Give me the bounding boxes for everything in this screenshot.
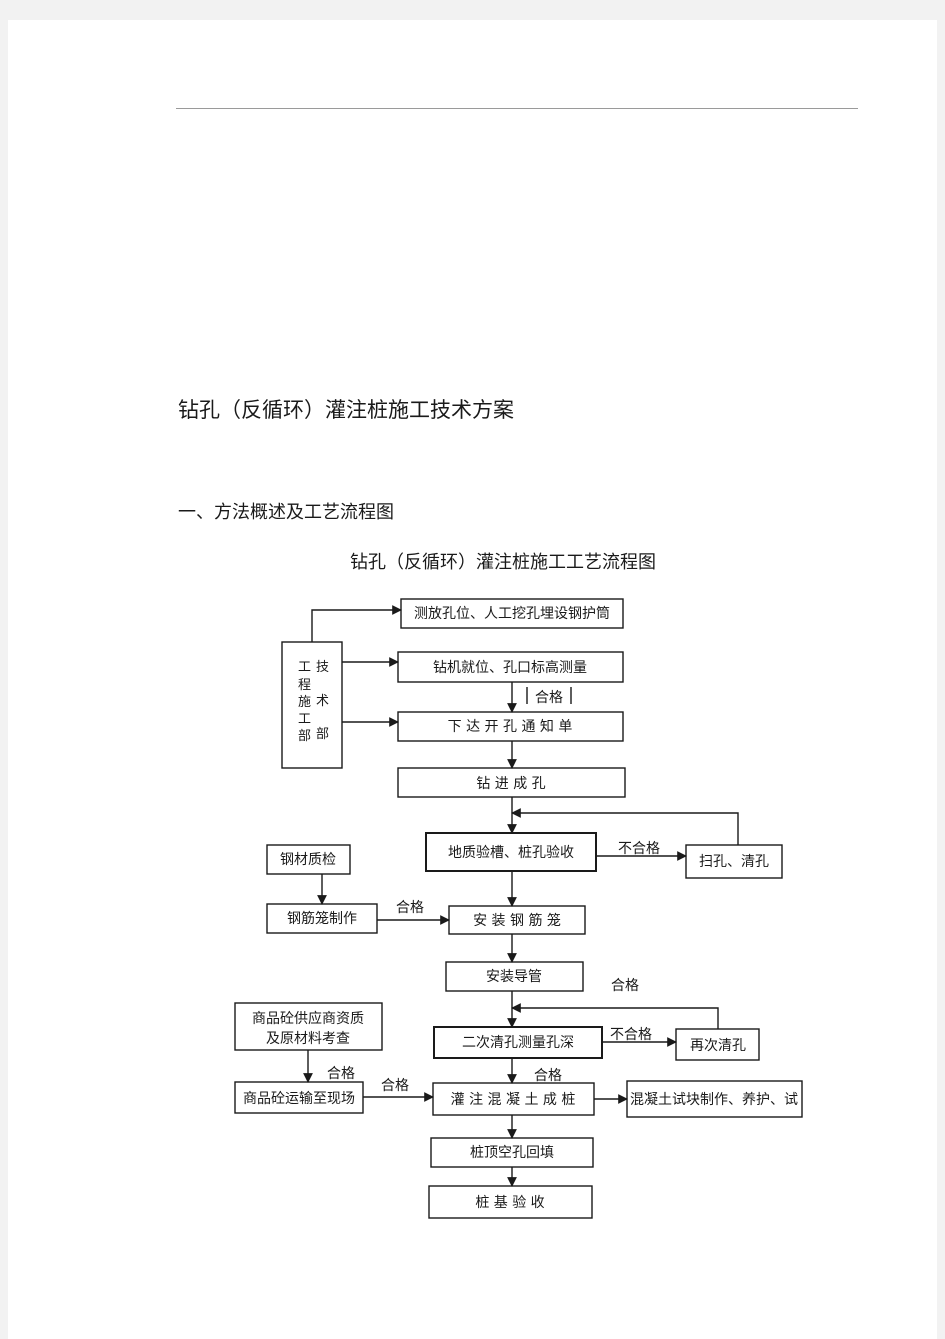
label-pass-pour: 合格 — [534, 1068, 562, 1084]
label-pass-rebar: 合格 — [396, 900, 424, 916]
step-clean-hole-label: 扫孔、清孔 — [699, 854, 769, 870]
step-second-clean-label: 二次清孔测量孔深 — [462, 1035, 574, 1051]
step-test-block-label: 混凝土试块制作、养护、试 — [630, 1092, 798, 1108]
figure-title: 钻孔（反循环）灌注桩施工工艺流程图 — [350, 552, 656, 573]
side-col1-char-1: 工 — [298, 660, 311, 675]
side-col1-char-5: 部 — [298, 729, 311, 744]
side-col1-char-2: 程 — [298, 678, 311, 693]
side-col1-char-4: 工 — [298, 712, 311, 727]
step-pile-acceptance-label: 桩 基 验 收 — [475, 1194, 544, 1211]
step-cage-make-label: 钢筋笼制作 — [287, 910, 357, 927]
label-pass-supplier: 合格 — [327, 1066, 355, 1082]
side-col1-char-3: 施 — [298, 695, 311, 710]
document-page: 钻孔（反循环）灌注桩施工技术方案 一、方法概述及工艺流程图 钻孔（反循环）灌注桩… — [8, 20, 937, 1339]
step-concrete-transport-label: 商品砼运输至现场 — [243, 1091, 355, 1107]
step-hole-inspection-label: 地质验槽、桩孔验收 — [448, 844, 574, 861]
label-pass-bracket: 合格 — [535, 690, 563, 706]
step-reclean-label: 再次清孔 — [690, 1038, 746, 1054]
step-supplier-check-line2: 及原材料考查 — [266, 1031, 350, 1047]
step-drilling-label: 钻 进 成 孔 — [476, 776, 545, 792]
step-drill-notice-label: 下 达 开 孔 通 知 单 — [448, 718, 573, 735]
box-steel-check — [266, 844, 351, 875]
process-flowchart: 工 程 施 工 部 技 术 部 测放孔位、人工挖孔埋设钢护筒 钻机就位、孔口标高… — [234, 598, 803, 1219]
label-fail-1: 不合格 — [618, 841, 660, 857]
step-install-cage-label: 安 装 钢 筋 笼 — [473, 912, 561, 929]
side-col2-char-1: 技 — [316, 660, 329, 675]
side-col2-char-3: 部 — [316, 727, 329, 742]
step-pour-concrete-label: 灌 注 混 凝 土 成 桩 — [451, 1091, 576, 1108]
step-survey-casing-label: 测放孔位、人工挖孔埋设钢护筒 — [414, 605, 610, 622]
label-pass-transport: 合格 — [381, 1078, 409, 1094]
document-title: 钻孔（反循环）灌注桩施工技术方案 — [178, 398, 514, 422]
step-install-tremie-label: 安装导管 — [486, 969, 542, 985]
section-heading: 一、方法概述及工艺流程图 — [178, 502, 394, 523]
box-rig-position — [397, 651, 624, 683]
step-supplier-check-line1: 商品砼供应商资质 — [252, 1010, 364, 1027]
box-clean-hole — [685, 844, 783, 879]
side-department-box — [281, 641, 343, 769]
step-rig-position-label: 钻机就位、孔口标高测量 — [433, 659, 587, 676]
side-col2-char-2: 术 — [316, 694, 329, 709]
header-rule — [176, 108, 858, 109]
step-backfill-label: 桩顶空孔回填 — [470, 1144, 554, 1161]
label-fail-2: 不合格 — [610, 1027, 652, 1043]
label-pass-loop: 合格 — [611, 978, 639, 994]
step-steel-check-label: 钢材质检 — [280, 852, 336, 868]
